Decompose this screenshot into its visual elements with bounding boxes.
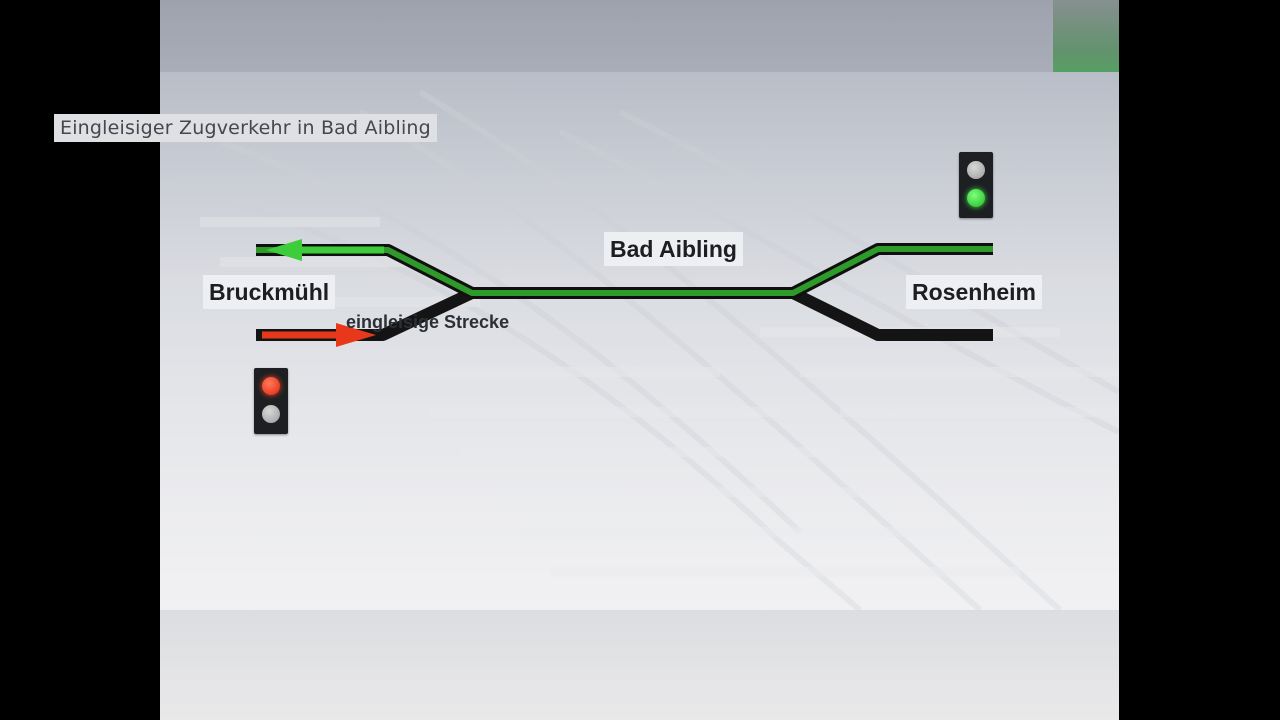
signal-lamp-bottom bbox=[262, 405, 280, 423]
signal-rosenheim bbox=[959, 152, 993, 218]
diagram-title: Eingleisiger Zugverkehr in Bad Aibling bbox=[54, 114, 437, 142]
bottom-background-strip bbox=[160, 610, 1119, 720]
track-rosenheim-siding bbox=[790, 287, 993, 341]
station-label-bruckmuehl: Bruckmühl bbox=[203, 275, 336, 309]
single-track-caption: eingleisige Strecke bbox=[346, 312, 510, 332]
partial-signal-image bbox=[1053, 0, 1119, 72]
signal-lamp-top bbox=[967, 161, 985, 179]
direction-arrow-green bbox=[266, 239, 384, 261]
station-label-rosenheim: Rosenheim bbox=[906, 275, 1042, 309]
signal-lamp-top bbox=[262, 377, 280, 395]
station-label-bad-aibling: Bad Aibling bbox=[604, 232, 743, 266]
signal-bruckmuehl bbox=[254, 368, 288, 434]
signal-lamp-bottom bbox=[967, 189, 985, 207]
direction-arrow-red bbox=[262, 323, 376, 347]
top-background-strip bbox=[160, 0, 1119, 72]
